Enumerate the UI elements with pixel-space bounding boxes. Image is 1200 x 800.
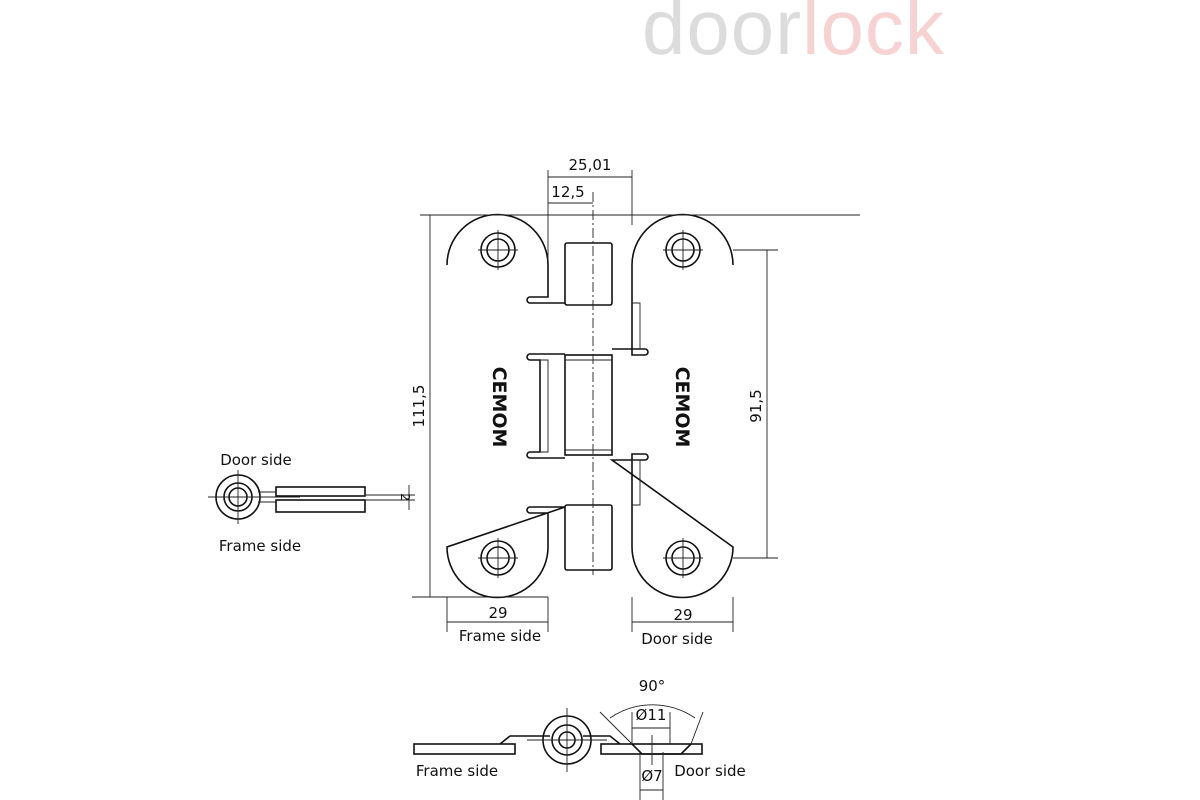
- countersink-diameter: Ø11: [636, 706, 667, 724]
- hole-icon: [478, 538, 518, 578]
- bottom-view-door-side: Door side: [674, 762, 746, 780]
- label-frame-side-front: Frame side: [459, 627, 541, 645]
- dim-hole-spacing: 91,5: [747, 389, 765, 422]
- brand-left: CEMOM: [488, 367, 510, 448]
- left-leaf: [446, 213, 566, 599]
- hole-icon: [663, 538, 703, 578]
- dim-total-width: 25,01: [569, 156, 612, 174]
- mounting-holes: [478, 230, 703, 578]
- watermark-lock: lock: [802, 0, 945, 71]
- countersink-angle: 90°: [639, 677, 666, 695]
- side-view-door-side: Door side: [220, 451, 292, 469]
- label-door-side-front: Door side: [641, 630, 713, 648]
- dim-overall-height: 111,5: [410, 385, 428, 428]
- dimension-lines: [412, 170, 860, 632]
- watermark-door: door: [642, 0, 803, 71]
- right-leaf: [609, 213, 734, 599]
- dim-left-leaf-width: 29: [488, 604, 507, 622]
- side-view-frame-side: Frame side: [219, 537, 301, 555]
- doorlock-watermark: doorlock: [642, 0, 945, 73]
- hole-diameter: Ø7: [641, 767, 662, 785]
- brand-right: CEMOM: [671, 367, 693, 448]
- dim-right-leaf-width: 29: [673, 606, 692, 624]
- bottom-view: [413, 704, 704, 800]
- hole-icon: [478, 230, 518, 270]
- knuckles: [564, 192, 613, 575]
- bottom-view-frame-side: Frame side: [416, 762, 498, 780]
- side-view: [208, 470, 415, 524]
- hole-icon: [663, 230, 703, 270]
- dim-half-width: 12,5: [551, 183, 584, 201]
- side-view-gap: 2: [398, 493, 412, 501]
